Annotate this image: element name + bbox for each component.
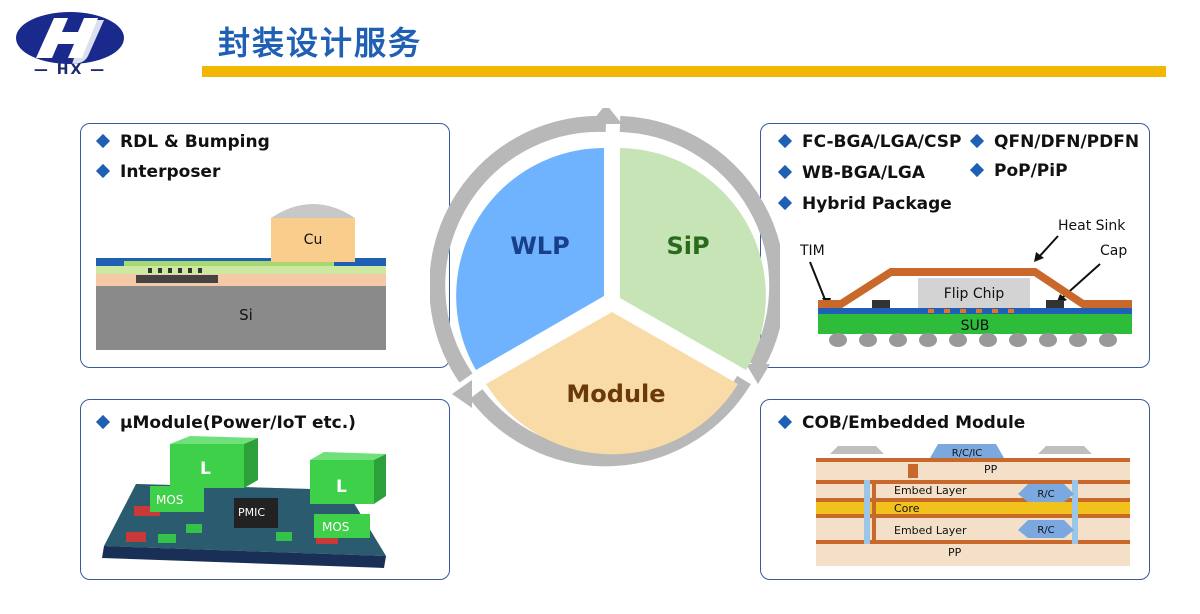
sector-sip: SiP <box>666 232 709 260</box>
umodule-illustration: L L MOS MOS PMIC <box>102 436 386 568</box>
label-l1: L <box>200 459 211 479</box>
page-title: 封装设计服务 <box>218 24 423 62</box>
bullet-wb-bga: WB-BGA/LGA <box>780 163 925 183</box>
sector-module: Module <box>566 380 665 408</box>
bullet-pop-pip: PoP/PiP <box>972 161 1068 181</box>
wlp-cross-section: Cu Si <box>96 204 386 350</box>
label-mos1: MOS <box>156 493 183 507</box>
label-pmic: PMIC <box>238 506 265 519</box>
label-si: Si <box>239 306 253 324</box>
label-core: Core <box>894 502 920 515</box>
bullet-qfn: QFN/DFN/PDFN <box>972 132 1139 152</box>
label-mos2: MOS <box>322 520 349 534</box>
label-heat-sink: Heat Sink <box>1058 218 1126 234</box>
logo-text: — HX — <box>33 62 107 78</box>
label-cu: Cu <box>304 232 323 248</box>
bullet-rdl-bumping: RDL & Bumping <box>98 132 270 152</box>
label-rcic: R/C/IC <box>952 448 983 459</box>
sip-cross-section: Heat Sink TIM Cap Flip Chip SUB <box>800 218 1132 347</box>
label-pp-top: PP <box>984 463 998 476</box>
label-pp-bottom: PP <box>948 546 962 559</box>
label-l2: L <box>336 477 347 497</box>
label-tim: TIM <box>800 243 825 259</box>
bullet-umodule: μModule(Power/IoT etc.) <box>98 413 356 433</box>
bullet-interposer: Interposer <box>98 162 220 182</box>
label-rc1: R/C <box>1037 489 1054 500</box>
bullet-fc-bga: FC-BGA/LGA/CSP <box>780 132 961 152</box>
title-underline <box>202 66 1166 77</box>
label-cap: Cap <box>1100 243 1127 259</box>
label-embed-layer-1: Embed Layer <box>894 484 967 497</box>
label-flip-chip: Flip Chip <box>944 286 1005 302</box>
company-logo <box>16 12 124 64</box>
bullet-hybrid-package: Hybrid Package <box>780 194 952 214</box>
package-cycle-diagram: WLP SiP Module <box>430 108 780 467</box>
label-rc2: R/C <box>1037 525 1054 536</box>
label-sub: SUB <box>961 318 990 334</box>
cob-cross-section: R/C/IC PP Embed Layer R/C Core Embed Lay… <box>816 444 1130 566</box>
bullet-cob-embedded: COB/Embedded Module <box>780 413 1025 433</box>
label-embed-layer-2: Embed Layer <box>894 524 967 537</box>
sector-wlp: WLP <box>510 232 569 260</box>
